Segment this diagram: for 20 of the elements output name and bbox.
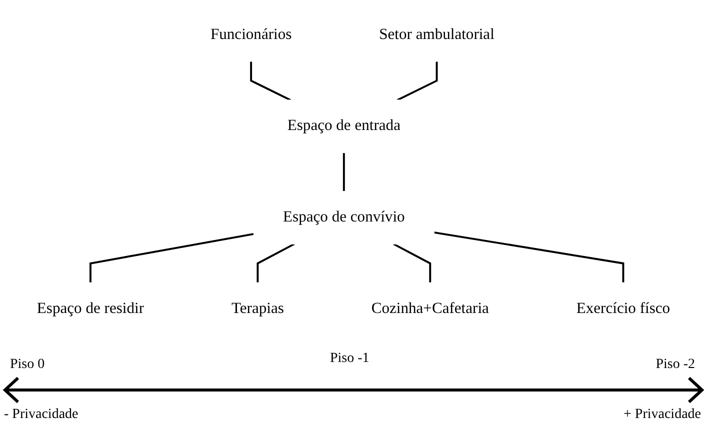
node-text: Funcionários <box>210 26 292 44</box>
connector <box>434 232 624 284</box>
floor-label: Piso -1 <box>330 351 370 367</box>
node-text: Setor ambulatorial <box>379 26 494 44</box>
node-text: Cozinha+Cafetaria <box>371 300 489 318</box>
connector <box>342 153 345 192</box>
node-text: Exercício físco <box>576 300 670 318</box>
floor-label: Piso -2 <box>656 357 695 373</box>
node-text: Terapias <box>231 300 284 318</box>
connector <box>393 244 432 284</box>
scale-end-label: - Privacidade <box>4 407 78 423</box>
connector <box>250 62 291 102</box>
node-text: Espaço de residir <box>36 300 144 318</box>
node-text: Espaço de entrada <box>287 118 400 135</box>
scale-end-label: + Privacidade <box>624 407 701 423</box>
connector <box>90 233 254 284</box>
node-text: Espaço de convívio <box>283 209 405 226</box>
connector <box>256 244 295 284</box>
connector <box>396 62 438 102</box>
floor-label: Piso 0 <box>10 357 45 373</box>
